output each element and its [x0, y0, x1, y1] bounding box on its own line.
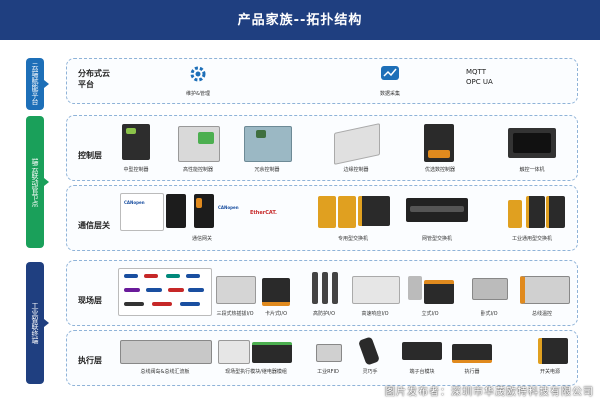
control-caption-6: 触控一体机: [519, 167, 545, 173]
hp-controller-panel: [198, 132, 214, 144]
fieldbus-logo-11: [180, 302, 200, 306]
comm-caption-4: 工业通用型交换机: [511, 236, 552, 242]
redundant-controller-device: [244, 126, 292, 162]
special-switch-3: [358, 196, 390, 226]
page-title: 产品家族--拓扑结构: [237, 13, 363, 28]
exec-caption-4: 灵巧手: [362, 369, 378, 375]
gateway-device-1: [166, 194, 186, 228]
sidebar-edge-node: 端云联动管节点: [26, 116, 44, 248]
canopen-logo-1: CANopen: [124, 200, 145, 205]
field-caption-1: 三段式热插拔I/O: [216, 311, 254, 317]
bus-thermo-device: [520, 276, 570, 304]
publisher-watermark: 图片发布者：深圳市华茂欧特科技有限公司: [385, 387, 594, 398]
card-io-device: [262, 278, 290, 306]
data-caption: 数据采集: [379, 91, 400, 97]
maintain-caption: 维护&管理: [186, 91, 210, 97]
protocol-mqtt: MQTT: [466, 68, 486, 76]
exec-caption-7: 开关电源: [539, 369, 560, 375]
industrial-arrow-icon: [44, 319, 49, 327]
field-caption-5: 立式I/O: [421, 311, 439, 317]
sidebar-cloud-platform: 云端赋能平台: [26, 58, 44, 110]
comm-caption-2: 专用型交换机: [337, 236, 368, 242]
protocol-opcua: OPC UA: [466, 78, 493, 86]
hotswap-io-device: [216, 276, 256, 304]
control-caption-2: 高性能控制器: [182, 167, 213, 173]
highspeed-io-device: [352, 276, 400, 304]
exec-module-device: [218, 340, 250, 364]
fieldbus-logo-9: [124, 302, 144, 306]
control-caption-4: 边缘控制器: [343, 167, 369, 173]
field-caption-6: 卧式I/O: [480, 311, 498, 317]
ip-io-device-2: [322, 272, 328, 304]
horizontal-io-device: [472, 278, 508, 300]
fieldbus-logo-3: [166, 274, 180, 278]
comm-caption-1: 通信网关: [191, 236, 212, 242]
fieldbus-logo-4: [186, 274, 200, 278]
nc-controller-terminal: [428, 150, 450, 158]
terminal-block-device: [402, 342, 442, 360]
control-caption-3: 冗余控制器: [254, 167, 280, 173]
exec-row-label: 执行层: [78, 355, 102, 365]
gear-icon: [190, 66, 206, 82]
exec-caption-5: 端子台模块: [409, 369, 435, 375]
header-bar: 产品家族--拓扑结构: [0, 0, 600, 40]
fieldbus-logo-5: [124, 288, 140, 292]
fieldbus-logo-1: [124, 274, 138, 278]
actuator-device: [452, 344, 492, 363]
field-caption-3: 高防护I/O: [312, 311, 336, 317]
sidebar-industrial-terminal: 工业智联终端: [26, 262, 44, 384]
ethercat-logo: EtherCAT.: [250, 210, 277, 216]
fieldbus-logo-8: [188, 288, 204, 292]
chart-monitor-icon: [381, 66, 399, 80]
gateway-device-2-port: [196, 198, 202, 208]
rfid-device: [316, 344, 342, 362]
exec-caption-2: 现场型执行模块/继电器模组: [225, 369, 287, 375]
relay-module-device: [252, 342, 292, 363]
sidebar-edge-label: 端云联动管节点: [31, 157, 39, 207]
fieldbus-logo-2: [144, 274, 158, 278]
mid-controller-led: [126, 128, 136, 134]
power-supply-device: [538, 338, 568, 364]
vertical-io-device-2: [424, 280, 454, 304]
industrial-switch-2: [526, 196, 545, 228]
industrial-switch-1: [508, 200, 522, 228]
fieldbus-logo-10: [152, 302, 172, 306]
sidebar-cloud-label: 云端赋能平台: [31, 63, 39, 105]
cloud-platform-row: [66, 58, 578, 104]
field-caption-2: 卡片式I/O: [264, 311, 288, 317]
control-layer-row: [66, 115, 578, 181]
special-switch-1: [318, 196, 336, 228]
sidebar-industrial-label: 工业智联终端: [31, 302, 39, 344]
exec-caption-1: 总线阀岛&总线汇流板: [140, 369, 190, 375]
canopen-logo-2: CANopen: [218, 205, 239, 210]
gateway-logos-box-1: [120, 193, 164, 231]
managed-switch-ports: [410, 206, 464, 212]
ip-io-device-1: [312, 272, 318, 304]
comm-row-label: 通信层关: [78, 220, 110, 230]
edge-arrow-icon: [44, 178, 49, 186]
control-row-label: 控制层: [78, 150, 102, 160]
cloud-arrow-icon: [44, 80, 49, 88]
exec-caption-3: 工业RFID: [317, 369, 339, 375]
control-caption-1: 中型控制器: [123, 167, 149, 173]
field-caption-7: 总线温控: [531, 311, 552, 317]
field-row-label: 现场层: [78, 295, 102, 305]
exec-caption-6: 执行器: [464, 369, 480, 375]
ip-io-device-3: [332, 272, 338, 304]
industrial-switch-3: [546, 196, 565, 228]
valve-island-device: [120, 340, 212, 364]
special-switch-2: [338, 196, 356, 228]
vertical-io-device-1: [408, 276, 422, 300]
fieldbus-logo-6: [146, 288, 162, 292]
touch-panel-screen: [513, 133, 551, 153]
fieldbus-logo-7: [168, 288, 184, 292]
control-caption-5: 优选数控制器: [424, 167, 455, 173]
comm-caption-3: 网管型交换机: [421, 236, 452, 242]
redundant-controller-panel: [256, 130, 266, 138]
cloud-row-label: 分布式云平台: [78, 68, 110, 89]
field-caption-4: 高速响应I/O: [361, 311, 389, 317]
